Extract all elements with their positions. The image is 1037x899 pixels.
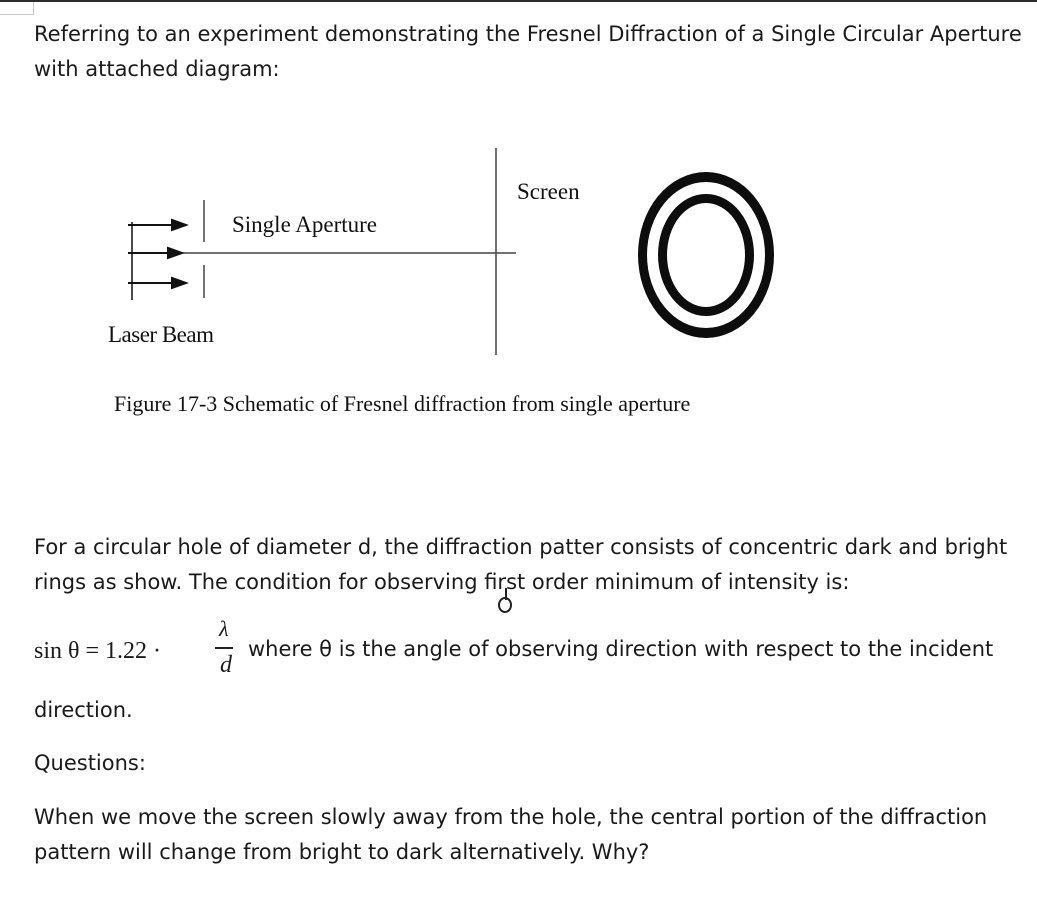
text-cursor-stem <box>505 588 507 600</box>
laser-arrow-2-head <box>167 246 185 260</box>
intro-paragraph: Referring to an experiment demonstrating… <box>34 22 1022 81</box>
formula-lhs: sin θ = 1.22 · <box>34 638 162 664</box>
questions-label: Questions: <box>34 751 146 775</box>
direction-line: direction. <box>34 698 133 722</box>
formula-fraction-bar <box>215 647 233 649</box>
figure-caption: Figure 17-3 Schematic of Fresnel diffrac… <box>114 391 691 416</box>
text-cursor-icon <box>498 597 512 613</box>
diffraction-pattern <box>638 172 774 338</box>
body-paragraph: For a circular hole of diameter d, the d… <box>34 535 1008 594</box>
screen-label: Screen <box>517 179 580 204</box>
laser-beam-label: Laser Beam <box>108 322 214 347</box>
formula-where-text: where θ is the angle of observing direct… <box>248 637 994 661</box>
aperture-label: Single Aperture <box>232 212 377 237</box>
page-top-border <box>0 0 1037 2</box>
formula-numerator: λ <box>219 616 229 641</box>
question-text: When we move the screen slowly away from… <box>34 805 988 864</box>
laser-arrows <box>128 218 189 290</box>
laser-arrow-3-head <box>171 276 189 290</box>
laser-arrow-1-head <box>171 218 189 232</box>
page-corner-mark <box>0 0 34 15</box>
intensity-minimum-formula: sin θ = 1.22 · λ d where θ is the angle … <box>34 616 1034 686</box>
formula-denominator: d <box>220 652 232 678</box>
central-bright-spot <box>667 203 745 307</box>
